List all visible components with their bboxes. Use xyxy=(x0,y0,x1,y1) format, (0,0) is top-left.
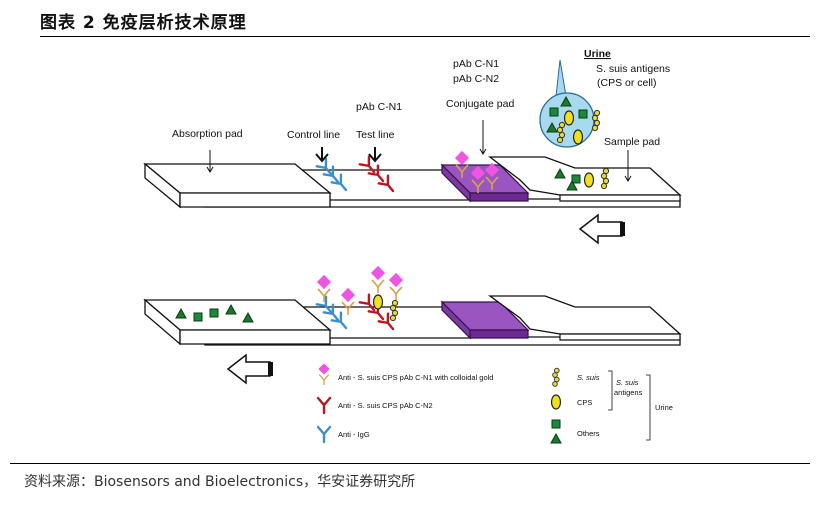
urine-droplet xyxy=(539,59,601,148)
flow-arrow-bottom xyxy=(226,353,273,385)
legend-blue-antibody-text: Anti - IgG xyxy=(338,430,370,439)
figure-title: 图表 2 免疫层析技术原理 xyxy=(40,13,247,33)
legend-square-icon xyxy=(551,419,561,429)
legend-gold-antibody-icon xyxy=(317,362,331,386)
legend-antigen-bracket xyxy=(608,370,613,411)
legend-group-urine: Urine xyxy=(655,403,673,412)
flow-arrow-top xyxy=(578,213,625,245)
figure-source: 资料来源：Biosensors and Bioelectronics，华安证券研… xyxy=(24,474,416,490)
legend-red-antibody-icon xyxy=(316,396,332,415)
legend-blue-antibody-icon xyxy=(316,425,332,444)
legend-ssuis-text: S. suis xyxy=(577,373,600,382)
legend-cps-icon xyxy=(550,394,562,410)
legend-triangle-icon xyxy=(550,433,562,444)
top-rule xyxy=(40,36,810,37)
legend xyxy=(316,362,651,444)
pab-cn2-label: pAb C-N2 xyxy=(453,73,499,85)
top-strip xyxy=(143,59,682,245)
control-line-label: Control line xyxy=(287,129,340,141)
legend-red-antibody-text: Anti - S. suis CPS pAb C-N2 xyxy=(338,401,433,410)
bottom-rule xyxy=(10,463,810,464)
antigens-sublabel: (CPS or cell) xyxy=(597,77,657,89)
legend-spiral-icon xyxy=(552,367,560,387)
legend-group-antigens-line1: S. suis xyxy=(616,378,639,387)
absorption-pad-label: Absorption pad xyxy=(172,128,243,140)
legend-urine-bracket xyxy=(646,374,651,441)
legend-group-antigens-line2: antigens xyxy=(614,388,643,397)
test-line-label: Test line xyxy=(356,129,395,141)
legend-others-text: Others xyxy=(577,429,600,438)
urine-label: Urine xyxy=(584,48,611,60)
pab-cn1-label: pAb C-N1 xyxy=(453,58,499,70)
pab-cn1-test-label: pAb C-N1 xyxy=(356,101,402,113)
antigens-label: S. suis antigens xyxy=(596,63,670,75)
bottom-strip xyxy=(143,265,682,385)
conjugate-pad-label: Conjugate pad xyxy=(446,98,514,110)
sample-pad-label: Sample pad xyxy=(604,136,660,148)
legend-gold-antibody-text: Anti - S. suis CPS pAb C-N1 with colloid… xyxy=(338,373,493,382)
legend-cps-text: CPS xyxy=(577,398,592,407)
